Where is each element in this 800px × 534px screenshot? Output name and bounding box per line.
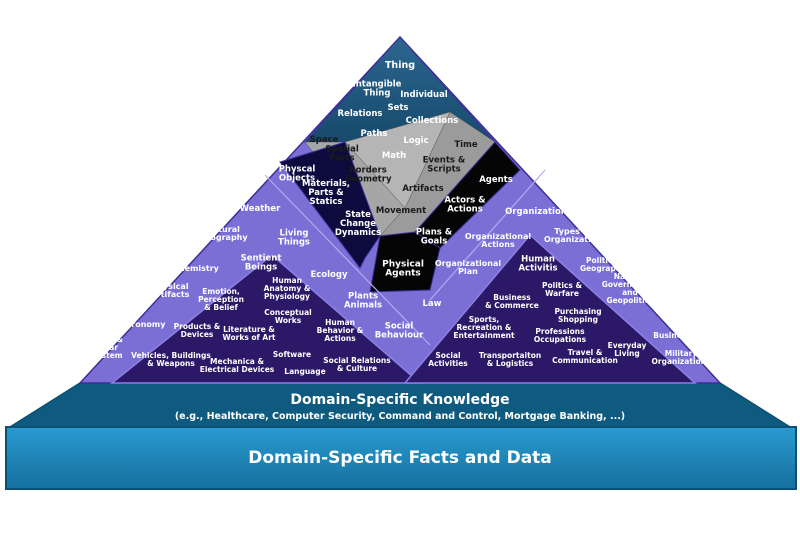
divider-line — [429, 169, 546, 301]
label-business: Business — [653, 331, 691, 340]
label-events-scripts: Events &Scripts — [423, 156, 466, 175]
label-emotion: Emotion,Perception& Belief — [198, 287, 244, 312]
label-space: Space — [310, 135, 339, 145]
label-social-relations: Social Relations& Culture — [323, 356, 391, 373]
label-math: Math — [382, 151, 406, 161]
label-collections: Collections — [406, 116, 459, 126]
label-materials: Materials,Parts &Statics — [302, 179, 350, 207]
label-transportation: Transportaiton& Logistics — [479, 351, 541, 368]
label-artifacts: Artifacts — [402, 184, 443, 194]
label-law: Law — [422, 299, 441, 309]
label-mechanical: Mechanica &Electrical Devices — [200, 357, 275, 374]
label-logic: Logic — [403, 136, 428, 146]
band-facts-title: Domain-Specific Facts and Data — [248, 448, 552, 468]
physical-agents-region — [369, 231, 441, 293]
label-movement: Movement — [376, 206, 426, 216]
label-sports: Sports,Recreation &Entertainment — [453, 315, 515, 340]
band-knowledge-sub: (e.g., Healthcare, Computer Security, Co… — [175, 411, 625, 422]
label-travel: Travel &Communication — [552, 348, 618, 365]
sentient-region — [109, 254, 423, 384]
label-vehicles: Vehicles, Buildings& Weapons — [131, 351, 211, 368]
label-politics-warfare: Politics &Warfare — [542, 281, 582, 298]
band-knowledge-title: Domain-Specific Knowledge — [290, 392, 509, 408]
label-individual: Individual — [400, 90, 448, 100]
divider-line — [264, 174, 431, 346]
label-agents: Agents — [479, 175, 513, 185]
label-chemistry: Chemistry — [173, 264, 220, 273]
label-language: Language — [284, 367, 325, 376]
human-activities-region — [403, 233, 697, 384]
silver-band-mid — [344, 111, 451, 209]
label-weather: Weather — [240, 204, 281, 214]
label-software: Software — [273, 350, 311, 359]
label-plans-goals: Plans &Goals — [416, 228, 453, 247]
label-literature: Literature &Works of Art — [222, 325, 275, 342]
label-paths: Paths — [361, 129, 388, 139]
label-ecology: Ecology — [310, 270, 348, 280]
label-astronomy: Astronomy — [117, 320, 167, 329]
label-relations: Relations — [338, 109, 383, 119]
label-business-commerce: Business& Commerce — [485, 293, 539, 310]
physical-objects-region — [279, 141, 381, 269]
label-products-devices: Products &Devices — [174, 322, 221, 339]
label-thing: Thing — [385, 60, 415, 71]
label-organization: Organization — [505, 207, 567, 217]
label-sets: Sets — [387, 103, 408, 113]
label-actors-actions: Actors &Actions — [444, 196, 486, 215]
label-time: Time — [454, 140, 478, 150]
